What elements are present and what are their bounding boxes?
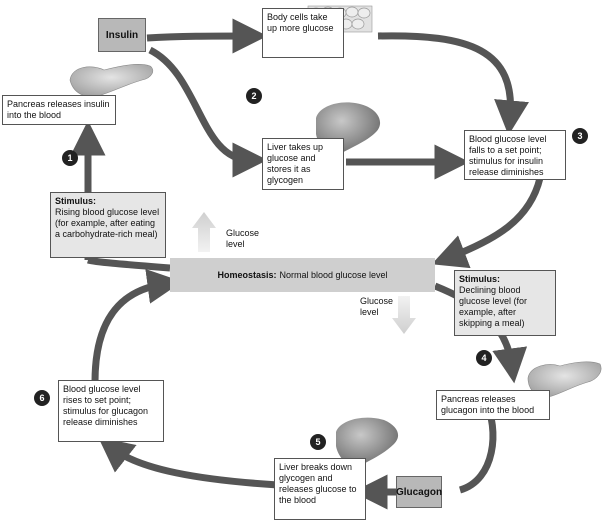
pancreas-releases-glucagon-box: Pancreas releases glucagon into the bloo… [436, 390, 550, 420]
step-4-badge: 4 [476, 350, 492, 366]
arrow-insulin-to-liver [148, 46, 268, 178]
step-5-badge: 5 [310, 434, 326, 450]
step-3-badge: 3 [572, 128, 588, 144]
glucose-up-arrow [192, 212, 216, 252]
blood-glucose-rises-box: Blood glucose level rises to set point; … [58, 380, 164, 442]
stimulus-declining-text: Declining blood glucose level (for examp… [459, 285, 528, 328]
homeostasis-title: Homeostasis: [217, 270, 277, 280]
homeostasis-band: Homeostasis: Normal blood glucose level [170, 258, 435, 292]
stimulus-declining-title: Stimulus: [459, 274, 501, 284]
body-cells-box: Body cells take up more glucose [262, 8, 344, 58]
arrow-liver-to-bg-rises [98, 437, 279, 489]
arrow-body-cells-to-bg-falls [377, 32, 529, 136]
step-6-badge: 6 [34, 390, 50, 406]
glucose-down-arrow [392, 296, 416, 334]
arrow-insulin-to-body-cells [146, 18, 268, 54]
step-2-badge: 2 [246, 88, 262, 104]
liver-bottom-illustration [336, 417, 399, 467]
liver-breaks-down-box: Liver breaks down glycogen and releases … [274, 458, 366, 520]
stimulus-rising-title: Stimulus: [55, 196, 97, 206]
glucose-down-label: Glucose level [360, 296, 394, 317]
arrow-homeostasis-to-stimulus [87, 256, 171, 272]
insulin-tag: Insulin [98, 18, 146, 52]
homeostasis-text: Normal blood glucose level [279, 270, 388, 280]
blood-glucose-falls-box: Blood glucose level falls to a set point… [464, 130, 566, 180]
liver-takes-glucose-box: Liver takes up glucose and stores it as … [262, 138, 344, 190]
pancreas-releases-insulin-box: Pancreas releases insulin into the blood [2, 95, 116, 125]
stimulus-declining-box: Stimulus: Declining blood glucose level … [454, 270, 556, 336]
arrow-bg-rises-to-homeostasis [91, 268, 183, 383]
step-1-badge: 1 [62, 150, 78, 166]
stimulus-rising-box: Stimulus: Rising blood glucose level (fo… [50, 192, 166, 258]
arrow-bg-falls-to-homeostasis [431, 177, 544, 269]
glucagon-tag: Glucagon [396, 476, 442, 508]
pancreas-top-illustration [69, 64, 154, 97]
glucose-up-label: Glucose level [226, 228, 260, 249]
stimulus-rising-text: Rising blood glucose level (for example,… [55, 207, 160, 239]
